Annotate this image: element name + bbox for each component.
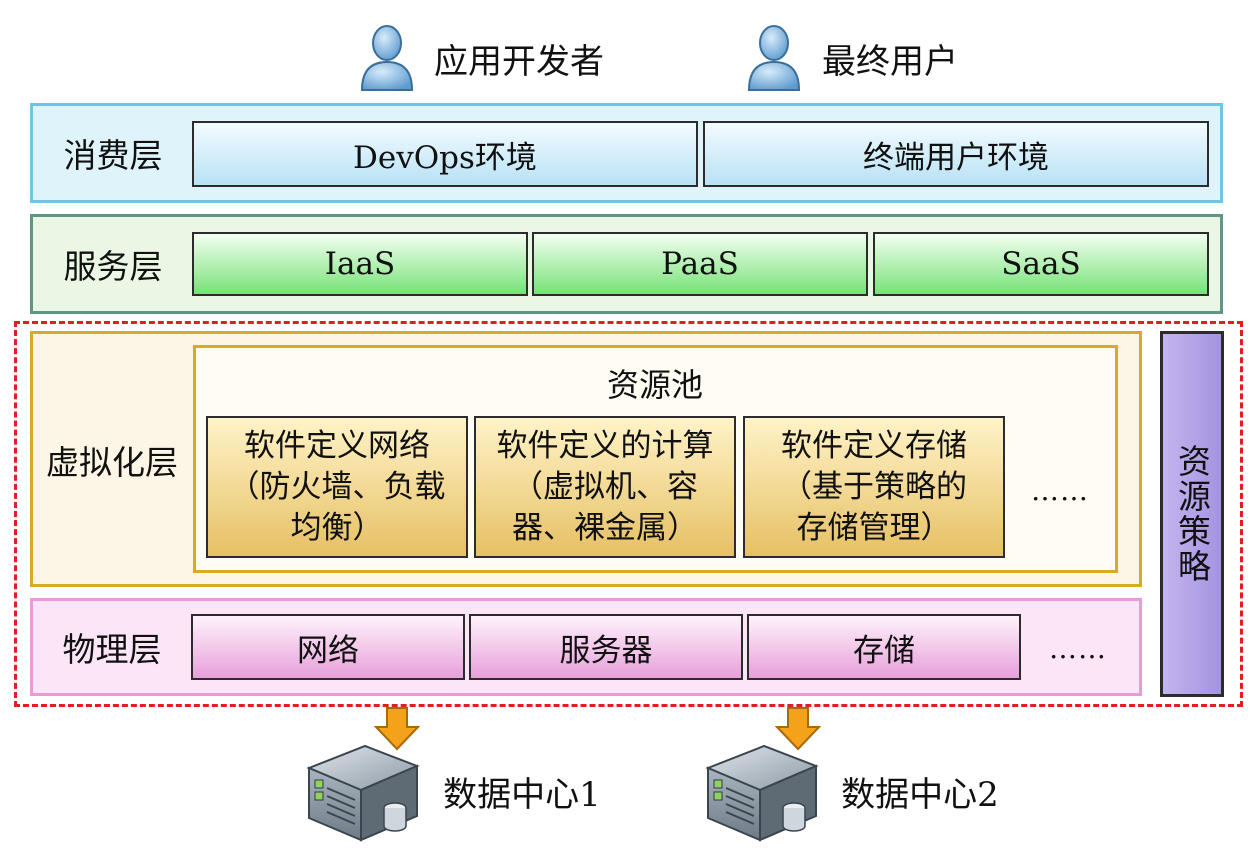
iaas-box: IaaS: [192, 232, 528, 296]
virtualization-more: ……: [1031, 473, 1089, 507]
sdn-line-1: 软件定义网络: [244, 427, 430, 464]
server-box: 服务器: [469, 614, 743, 680]
physical-layer-label: 物理层: [62, 630, 162, 669]
down-arrow-icon: [374, 707, 420, 751]
resource-strategy-box: 资源策略: [1160, 331, 1224, 697]
devops-environment-box: DevOps环境: [192, 121, 698, 187]
sdc-line-2: （虚拟机、容: [512, 468, 698, 505]
sds-box: 软件定义存储 （基于策略的 存储管理）: [743, 416, 1005, 558]
physical-more: ……: [1049, 631, 1107, 665]
end-user-environment-box: 终端用户环境: [703, 121, 1209, 187]
sds-line-3: 存储管理）: [796, 509, 952, 546]
service-layer-label: 服务层: [63, 247, 163, 286]
sdn-box: 软件定义网络 （防火墙、负载 均衡）: [206, 416, 468, 558]
user-label-end-user: 最终用户: [822, 41, 958, 82]
sds-line-1: 软件定义存储: [781, 427, 967, 464]
user-label-developer: 应用开发者: [434, 41, 604, 82]
server-rack-icon: [705, 744, 819, 842]
sdn-line-2: （防火墙、负载: [228, 468, 446, 505]
sds-line-2: （基于策略的: [781, 468, 967, 505]
consumption-layer-label: 消费层: [63, 136, 163, 175]
network-box: 网络: [191, 614, 465, 680]
sdc-line-3: 器、裸金属）: [512, 509, 698, 546]
server-rack-icon: [306, 744, 420, 842]
down-arrow-icon: [775, 707, 821, 751]
paas-box: PaaS: [532, 232, 868, 296]
sdc-box: 软件定义的计算 （虚拟机、容 器、裸金属）: [474, 416, 736, 558]
data-center-2-label: 数据中心2: [841, 774, 999, 815]
data-center-1-label: 数据中心1: [443, 774, 601, 815]
storage-box: 存储: [747, 614, 1021, 680]
user-icon: [747, 25, 801, 91]
resource-pool-title: 资源池: [606, 366, 703, 404]
user-icon: [360, 25, 414, 91]
dashed-boundary: [14, 321, 1243, 707]
saas-box: SaaS: [873, 232, 1209, 296]
virtualization-layer-label: 虚拟化层: [46, 443, 178, 482]
sdn-line-3: 均衡）: [290, 509, 384, 546]
sdc-line-1: 软件定义的计算: [496, 427, 714, 464]
